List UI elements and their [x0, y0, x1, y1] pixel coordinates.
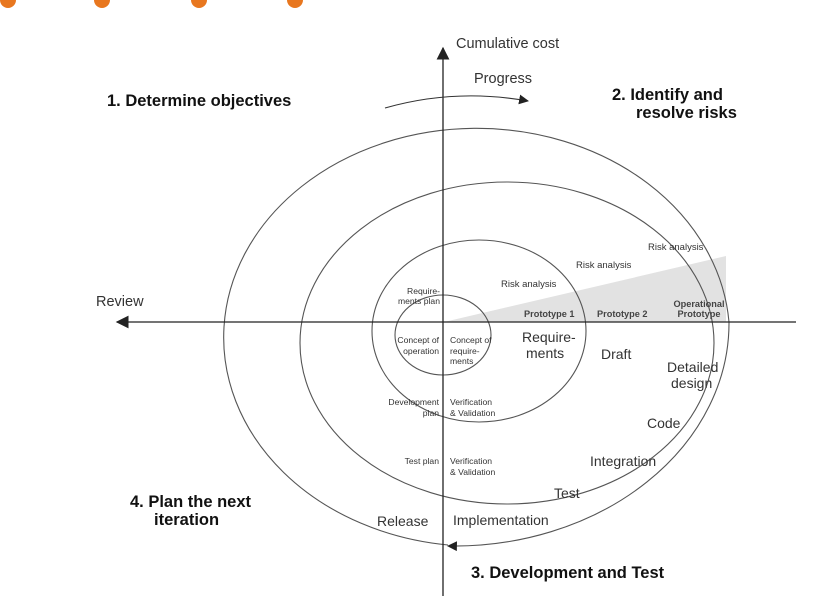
axes [115, 46, 796, 596]
quadrant-2-title-line2: resolve risks [636, 104, 737, 122]
dot-2 [94, 0, 110, 8]
quadrant-3-title: 3. Development and Test [471, 564, 665, 582]
integration-label: Integration [590, 453, 656, 469]
requirements-plan-line1: Require- [407, 286, 440, 296]
spiral-loop-2 [371, 239, 587, 423]
verification-validation-1-line2: & Validation [450, 408, 495, 418]
dot-1 [0, 0, 16, 8]
implementation-label: Implementation [453, 512, 549, 528]
concept-of-operation-line1: Concept of [397, 335, 439, 345]
concept-of-requirements-line1: Concept of [450, 335, 492, 345]
development-plan-line2: plan [423, 408, 439, 418]
operational-prototype-line1: Operational [673, 299, 724, 309]
header-dots [0, 0, 303, 8]
requirements-line1: Require- [522, 329, 576, 345]
prototype-1-label: Prototype 1 [524, 309, 575, 319]
progress-label: Progress [474, 71, 532, 87]
release-label: Release [377, 513, 429, 529]
risk-shading [444, 256, 726, 322]
prototype-2-label: Prototype 2 [597, 309, 648, 319]
quadrant-4-title-line2: iteration [154, 511, 219, 529]
dot-4 [287, 0, 303, 8]
risk-analysis-2: Risk analysis [576, 260, 632, 271]
draft-label: Draft [601, 346, 631, 362]
review-label: Review [96, 294, 144, 310]
code-label: Code [647, 415, 681, 431]
verification-validation-2-line1: Verification [450, 456, 492, 466]
cumulative-cost-label: Cumulative cost [456, 36, 559, 52]
quadrant-4-title-line1: 4. Plan the next [130, 493, 252, 511]
test-plan-label: Test plan [405, 456, 440, 466]
detailed-design-line1: Detailed [667, 359, 718, 375]
quadrant-2-title-line1: 2. Identify and [612, 86, 723, 104]
concept-of-requirements-line3: ments [450, 356, 473, 366]
concept-of-operation-line2: operation [403, 346, 439, 356]
progress-arrow [384, 94, 529, 109]
spiral-outer-tail [447, 321, 730, 552]
quadrant-1-title: 1. Determine objectives [107, 92, 291, 110]
verification-validation-2-line2: & Validation [450, 467, 495, 477]
test-label: Test [554, 485, 580, 501]
verification-validation-1-line1: Verification [450, 397, 492, 407]
risk-analysis-3: Risk analysis [648, 242, 704, 253]
concept-of-requirements-line2: require- [450, 346, 480, 356]
spiral-loop-outer [223, 127, 730, 546]
operational-prototype-line2: Prototype [678, 309, 721, 319]
detailed-design-line2: design [671, 375, 712, 391]
development-plan-line1: Development [388, 397, 439, 407]
requirements-line2: ments [526, 345, 564, 361]
risk-analysis-1: Risk analysis [501, 279, 557, 290]
requirements-plan-line2: ments plan [398, 296, 440, 306]
dot-3 [191, 0, 207, 8]
spiral-loop-3 [299, 181, 715, 505]
